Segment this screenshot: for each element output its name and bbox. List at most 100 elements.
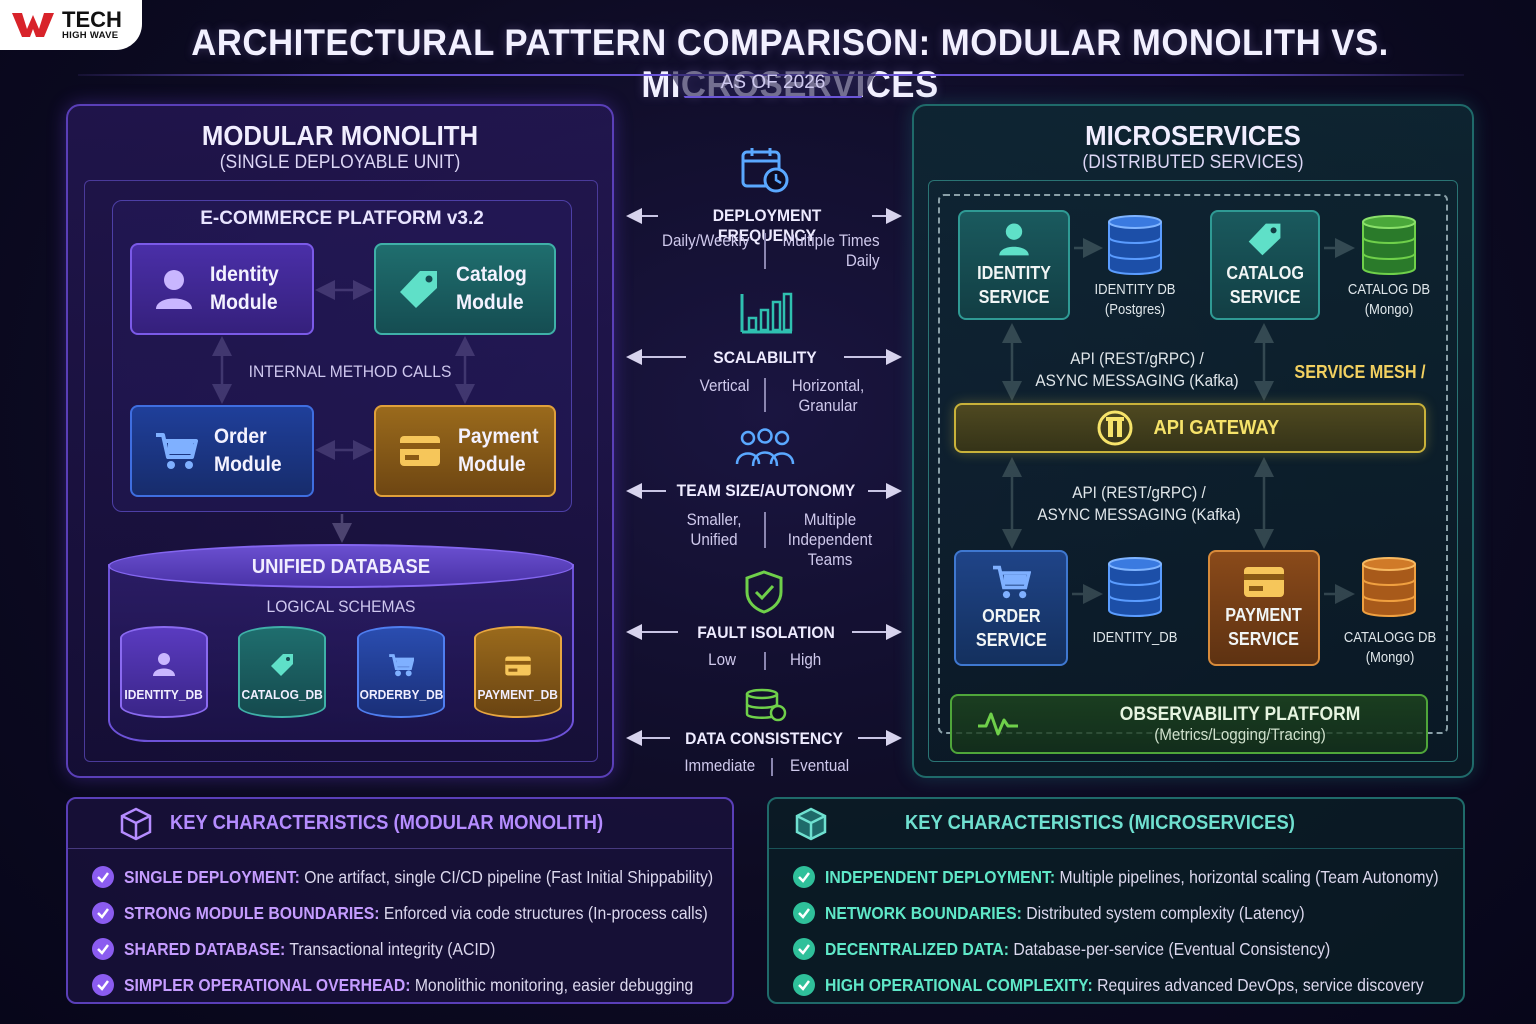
brand-logo: TECH HIGH WAVE	[0, 0, 142, 50]
item-term: NETWORK BOUNDARIES:	[825, 902, 1022, 923]
internal-calls-label: INTERNAL METHOD CALLS	[248, 362, 452, 381]
payment-service-label: PAYMENT SERVICE	[1225, 605, 1303, 649]
schema-identity-db: IDENTITY_DB	[120, 626, 208, 718]
database-icon	[1362, 557, 1416, 617]
comparison-title: DATA CONSISTENCY	[685, 729, 843, 748]
catalog-service-label: CATALOG SERVICE	[1226, 263, 1304, 307]
unified-database-top	[108, 544, 574, 588]
order-service-label: ORDER SERVICE	[975, 606, 1047, 650]
identity-module-label: Identity Module	[210, 263, 279, 314]
comparison-left-value: Low	[708, 651, 736, 669]
microservices-title: MICROSERVICES	[1085, 120, 1301, 151]
comparison-right-value: Horizontal, Granular	[791, 377, 865, 415]
item-desc: Distributed system complexity (Latency)	[1021, 902, 1305, 923]
comparison-right-value: Multiple Independent Teams	[787, 511, 873, 569]
observability-subtitle: (Metrics/Logging/Tracing)	[1154, 725, 1326, 744]
cube-icon	[120, 807, 152, 840]
gateway-icon	[1097, 410, 1133, 446]
catalog-service[interactable]: CATALOG SERVICE	[1210, 210, 1320, 320]
comparison-left-value: Daily/Weekly	[661, 232, 750, 250]
credit-card-icon	[505, 656, 531, 676]
service-mesh-label: SERVICE MESH /	[1294, 362, 1426, 382]
pulse-icon	[978, 712, 1018, 736]
comparison-separator	[771, 758, 773, 776]
price-tag-icon	[1248, 223, 1281, 256]
comparison-title: SCALABILITY	[713, 348, 817, 367]
api-gateway[interactable]: API GATEWAY	[954, 403, 1426, 453]
database-sync-icon	[744, 688, 788, 727]
price-tag-icon	[271, 654, 293, 676]
check-icon	[793, 866, 815, 888]
item-desc: Database-per-service (Eventual Consisten…	[1009, 938, 1331, 959]
check-icon	[92, 974, 114, 996]
item-term: SHARED DATABASE:	[124, 938, 286, 959]
payment-module-label: Payment Module	[458, 425, 539, 476]
shopping-cart-icon	[993, 565, 1031, 599]
comparison-left-value: Smaller, Unified	[686, 511, 742, 549]
logical-schemas-label: LOGICAL SCHEMAS	[266, 597, 416, 616]
microservices-subtitle: (DISTRIBUTED SERVICES)	[1082, 152, 1304, 173]
as-of-badge: AS OF 2026	[668, 70, 878, 98]
comparison-title: FAULT ISOLATION	[697, 623, 835, 642]
schema-label: CATALOG_DB	[241, 687, 323, 702]
shield-icon	[744, 570, 784, 619]
payment-module[interactable]: Payment Module	[374, 405, 556, 497]
database-icon	[1362, 215, 1416, 275]
schema-label: ORDERBY_DB	[359, 687, 443, 702]
key-characteristics-microservices: KEY CHARACTERISTICS (MICROSERVICES) INDE…	[767, 797, 1465, 1004]
observability-platform[interactable]: OBSERVABILITY PLATFORM (Metrics/Logging/…	[950, 694, 1428, 754]
key-monolith-title: KEY CHARACTERISTICS (MODULAR MONOLITH)	[170, 812, 604, 834]
order-module[interactable]: Order Module	[130, 405, 314, 497]
comparison-separator	[764, 512, 766, 548]
comparison-title: DEPLOYMENT FREQUENCY	[712, 206, 822, 245]
comparison-title: TEAM SIZE/AUTONOMY	[676, 481, 856, 500]
user-icon	[999, 223, 1029, 256]
order-db-label: IDENTITY_DB	[1092, 630, 1178, 646]
comparison-separator	[764, 378, 766, 412]
monolith-deploy-unit	[84, 180, 598, 762]
item-term: STRONG MODULE BOUNDARIES:	[124, 902, 380, 923]
identity-module[interactable]: Identity Module	[130, 243, 314, 335]
payment-service[interactable]: PAYMENT SERVICE	[1208, 550, 1320, 666]
item-desc: Monolithic monitoring, easier debugging	[410, 974, 694, 995]
comparison-separator	[764, 233, 766, 269]
comparison-right-value: High	[790, 651, 822, 669]
monolith-title: MODULAR MONOLITH	[201, 120, 479, 151]
platform-title: E-COMMERCE PLATFORM v3.2	[200, 208, 484, 229]
credit-card-icon	[1244, 567, 1284, 597]
item-desc: One artifact, single CI/CD pipeline (Fas…	[299, 866, 714, 887]
monolith-subtitle: (SINGLE DEPLOYABLE UNIT)	[219, 152, 461, 173]
list-item: SINGLE DEPLOYMENT: One artifact, single …	[92, 859, 732, 895]
item-desc: Requires advanced DevOps, service discov…	[1092, 974, 1424, 995]
key-micro-title: KEY CHARACTERISTICS (MICROSERVICES)	[905, 812, 1295, 834]
calendar-clock-icon	[740, 146, 790, 199]
schema-label: PAYMENT_DB	[477, 687, 559, 702]
list-item: DECENTRALIZED DATA: Database-per-service…	[793, 931, 1463, 967]
item-term: SINGLE DEPLOYMENT:	[124, 866, 300, 887]
list-item: HIGH OPERATIONAL COMPLEXITY: Requires ad…	[793, 967, 1463, 1003]
list-item: SHARED DATABASE: Transactional integrity…	[92, 931, 732, 967]
user-icon	[156, 270, 192, 309]
check-icon	[92, 866, 114, 888]
user-icon	[153, 653, 175, 676]
identity-service[interactable]: IDENTITY SERVICE	[958, 210, 1070, 320]
bar-chart-icon	[740, 292, 794, 339]
item-term: DECENTRALIZED DATA:	[825, 938, 1010, 959]
check-icon	[92, 902, 114, 924]
check-icon	[793, 938, 815, 960]
check-icon	[92, 938, 114, 960]
item-term: HIGH OPERATIONAL COMPLEXITY:	[825, 974, 1093, 995]
cubes-icon	[795, 807, 827, 840]
api-gateway-label: API GATEWAY	[1153, 416, 1279, 439]
catalog-module[interactable]: Catalog Module	[374, 243, 556, 335]
list-item: SIMPLER OPERATIONAL OVERHEAD: Monolithic…	[92, 967, 732, 1003]
credit-card-icon	[400, 436, 440, 466]
comparison-left-value: Immediate	[684, 757, 756, 775]
messaging-label-top: API (REST/gRPC) / ASYNC MESSAGING (Kafka…	[1035, 349, 1239, 390]
messaging-label-bottom: API (REST/gRPC) / ASYNC MESSAGING (Kafka…	[1037, 483, 1241, 524]
key-characteristics-monolith: KEY CHARACTERISTICS (MODULAR MONOLITH) S…	[66, 797, 734, 1004]
tech-high-wave-logo-icon	[12, 13, 54, 37]
identity-service-label: IDENTITY SERVICE	[977, 263, 1051, 307]
order-service[interactable]: ORDER SERVICE	[954, 550, 1068, 666]
item-desc: Transactional integrity (ACID)	[285, 938, 496, 959]
